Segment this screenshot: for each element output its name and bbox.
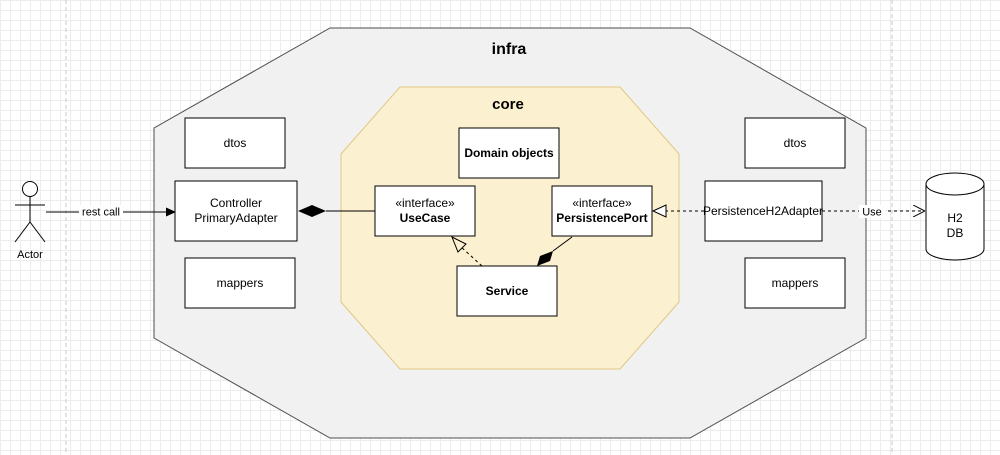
db-label-line1: H2 (947, 211, 963, 225)
use-label: Use (862, 207, 882, 219)
core-octagon[interactable] (340, 86, 680, 370)
infra-title: infra (492, 41, 527, 58)
composition-diamond-left (298, 205, 326, 217)
composition-service-port[interactable] (552, 236, 573, 252)
rest-call-label-bg (79, 205, 123, 218)
service-label: Service (486, 284, 529, 298)
rest-call-arrowhead (166, 207, 176, 217)
mappers-right-label: mappers (772, 276, 819, 290)
db-label-line2: DB (947, 226, 964, 240)
realization-arrowhead-right (651, 204, 667, 218)
domain-objects-label: Domain objects (464, 146, 554, 160)
controller-box[interactable] (174, 180, 298, 242)
service-box[interactable] (456, 265, 558, 317)
persistence-port-stereotype: «interface» (572, 196, 632, 210)
persistence-port-box[interactable] (551, 185, 653, 237)
mappers-left-label: mappers (217, 276, 264, 290)
use-label-bg (859, 205, 885, 218)
core-title: core (492, 96, 524, 113)
dtos-right-box[interactable] (744, 117, 846, 169)
realization-service-usecase[interactable] (459, 245, 483, 267)
usecase-box[interactable] (374, 185, 476, 237)
usecase-name: UseCase (400, 211, 451, 225)
actor-label: Actor (17, 249, 43, 261)
domain-objects-box[interactable] (458, 127, 560, 179)
actor-figure[interactable] (14, 181, 46, 243)
usecase-stereotype: «interface» (395, 196, 455, 210)
mappers-left-box[interactable] (184, 257, 296, 309)
persistence-adapter-label-bg (706, 205, 821, 218)
mappers-right-box[interactable] (744, 257, 846, 309)
composition-diamond-bottom (537, 251, 553, 266)
dtos-left-box[interactable] (184, 117, 286, 169)
realization-arrowhead (451, 235, 467, 253)
persistence-port-name: PersistencePort (556, 211, 647, 225)
controller-label-line1: Controller (210, 196, 262, 210)
controller-label-line2: PrimaryAdapter (194, 211, 277, 225)
dtos-left-label: dtos (224, 136, 247, 150)
rest-call-label: rest call (82, 207, 120, 219)
persistence-adapter-label: PersistenceH2Adapter (703, 204, 823, 218)
database-cylinder[interactable] (925, 172, 985, 261)
dtos-right-label: dtos (784, 136, 807, 150)
